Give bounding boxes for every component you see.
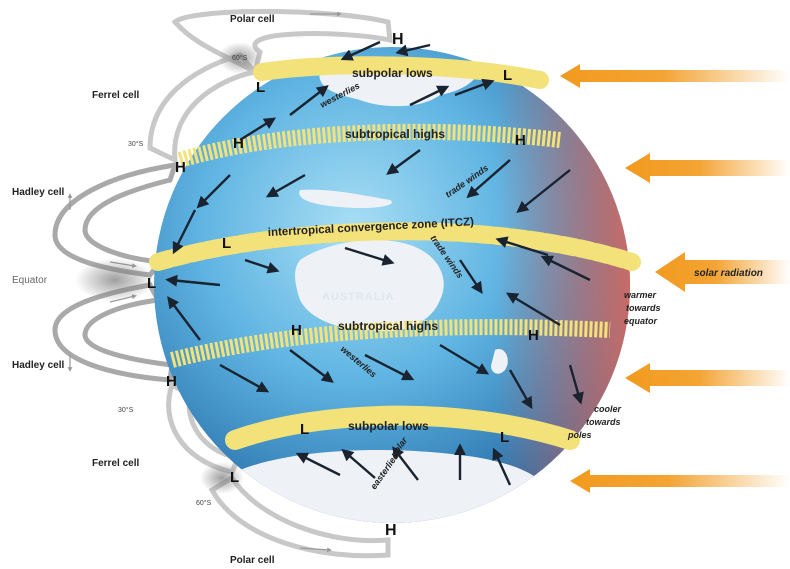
latitude-60-top: 60°S [232, 54, 248, 62]
subtropical-highs-bottom-band [170, 319, 611, 368]
ferrel-cell-top [147, 52, 260, 165]
cooler-note-line-2: towards [586, 417, 621, 427]
high-pressure-marker: H [233, 135, 244, 152]
subpolar-lows-bottom-label: subpolar lows [348, 419, 429, 433]
low-pressure-marker: L [503, 67, 512, 84]
high-pressure-marker: H [291, 322, 302, 339]
wind-arrows [165, 40, 591, 486]
latitude-30-bottom: 30°S [118, 406, 134, 414]
cooler-note-line-1: cooler [594, 404, 622, 414]
low-pressure-marker: L [300, 421, 309, 438]
pressure-markers: H L L H H H L L H H H L L L H [147, 31, 539, 539]
high-pressure-marker: H [175, 159, 186, 176]
low-pressure-marker: L [500, 429, 509, 446]
subtropical-highs-bottom-label: subtropical highs [338, 319, 438, 333]
warmer-note-line-1: warmer [624, 290, 657, 300]
polar-cell-bottom [208, 474, 391, 559]
high-pressure-pole-bottom: H [385, 522, 397, 539]
indonesia-landmass [299, 189, 392, 209]
hadley-cell-top-label: Hadley cell [12, 187, 64, 198]
high-pressure-marker: H [528, 327, 539, 344]
hadley-cell-bottom-label: Hadley cell [12, 360, 64, 371]
hadley-cell-bottom [52, 282, 175, 383]
latitude-30-top: 30°S [128, 140, 144, 148]
solar-radiation-label: solar radiation [694, 268, 763, 279]
itcz-band [149, 222, 641, 271]
high-pressure-pole-top: H [392, 31, 404, 48]
equator-convergence-smudge [75, 258, 155, 302]
subpolar-lows-bottom-band [225, 405, 580, 450]
low-pressure-marker: L [222, 235, 231, 252]
ferrel-cell-bottom-label: Ferrel cell [92, 458, 139, 469]
pressure-bands [149, 56, 641, 450]
low-pressure-marker: L [147, 275, 156, 292]
polar-cell-top-label: Polar cell [230, 14, 275, 25]
warmer-note-line-2: towards [626, 303, 661, 313]
subpolar-lows-top-band [253, 56, 549, 89]
new-zealand-landmass [491, 349, 508, 374]
ferrel-cell-top-label: Ferrel cell [92, 90, 139, 101]
australia-landmass [295, 240, 444, 332]
low-pressure-marker: L [256, 79, 265, 96]
subtropical-highs-top-label: subtropical highs [345, 127, 445, 141]
australia-label: AUSTRALIA [322, 291, 395, 303]
warmer-note-line-3: equator [624, 316, 658, 326]
high-pressure-marker: H [166, 373, 177, 390]
solar-radiation-arrows [560, 64, 790, 493]
polar-cell-bottom-label: Polar cell [230, 555, 275, 566]
cooler-note-line-3: poles [567, 430, 592, 440]
equator-label: Equator [12, 275, 48, 286]
low-pressure-marker: L [230, 469, 239, 486]
subpolar-lows-top-label: subpolar lows [352, 66, 433, 80]
high-pressure-marker: H [515, 132, 526, 149]
subtropical-highs-top-band [177, 123, 561, 168]
latitude-60-bottom: 60°S [196, 499, 212, 507]
